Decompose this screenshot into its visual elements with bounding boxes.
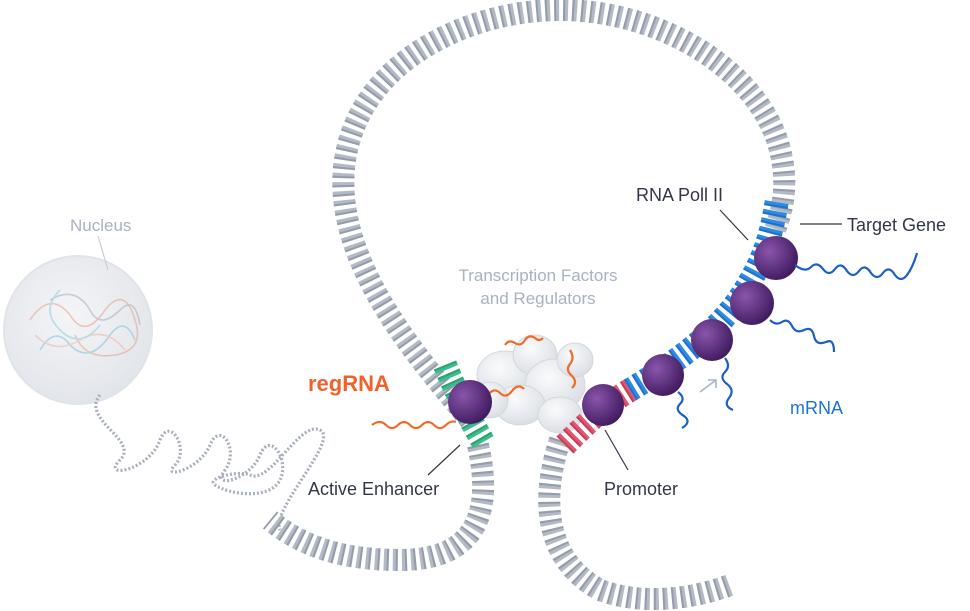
dna-strand [262, 0, 796, 611]
chromatin-tail [94, 394, 325, 531]
transcription-factors-line1: Transcription Factors [458, 266, 618, 285]
target-gene-label: Target Gene [847, 215, 947, 235]
regrna-label: regRNA [308, 371, 390, 396]
rna-pol-label: RNA Poll II [636, 185, 724, 205]
transcription-direction-arrow [699, 379, 717, 393]
mrna-strands [676, 252, 919, 429]
promoter-label: Promoter [604, 479, 679, 499]
transcription-factors-line2: and Regulators [480, 288, 596, 308]
mrna-label: mRNA [790, 398, 843, 418]
active-enhancer-label: Active Enhancer [308, 479, 440, 499]
promoter-segment [556, 379, 637, 454]
transcription-factors-label: Transcription Factors and Regulators [432, 265, 644, 311]
nucleus [3, 235, 153, 405]
rna-polymerase-complexes [448, 236, 798, 426]
nucleus-label: Nucleus [70, 216, 132, 235]
leader-lines [427, 209, 842, 476]
regrna-strands [371, 335, 577, 430]
